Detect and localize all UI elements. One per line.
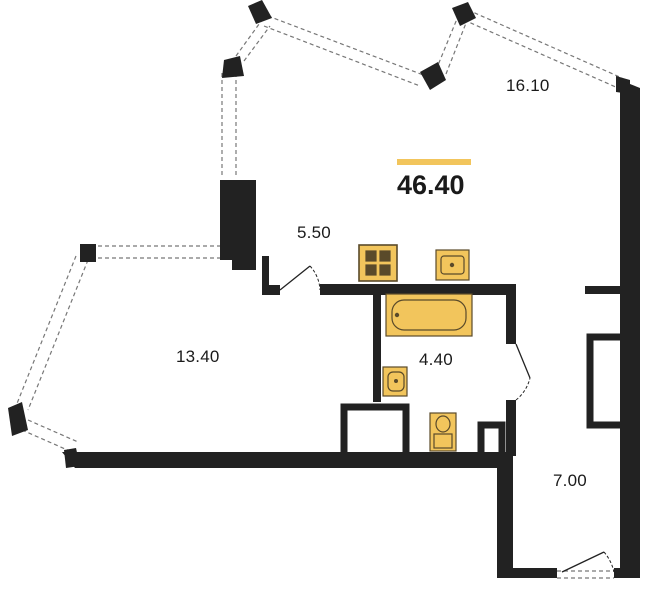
washbasin [382,366,408,397]
door-entrance [561,551,615,573]
post-5 [616,76,630,94]
hall-partition-foot [262,285,280,295]
balcony-area: 7.00 [553,471,587,490]
door-bathroom [515,343,531,401]
walls [62,80,640,578]
hall-partition-wall [262,256,269,290]
bedroom-bottom-wall [62,452,500,468]
niche-right [477,421,506,452]
stove [358,244,398,282]
corridor-bottom-wall [497,568,557,578]
total-area-label: 46.40 [397,170,465,200]
right-exterior-wall [620,80,640,578]
niche-left [340,403,410,452]
bathroom-right-wall-lower [506,400,516,456]
corridor-stub-wall [585,286,623,294]
bathroom-right-wall [506,284,516,344]
post-9 [64,448,80,468]
hallway-area: 5.50 [297,223,331,242]
post-1 [248,0,272,24]
windows [15,9,623,579]
bathroom-left-wall [373,284,381,402]
corridor-bottom-right [614,568,640,578]
bathroom-top-wall [320,284,516,295]
total-area-accent-bar [397,159,471,165]
window-posts [8,0,630,468]
bathroom-area: 4.40 [419,350,453,369]
toilet [429,412,457,452]
post-6 [80,244,96,262]
kitchen-sink [435,249,470,281]
fixtures [358,244,473,452]
post-3 [420,62,446,90]
post-7 [220,244,232,260]
wardrobe [586,333,628,429]
post-4 [452,2,476,26]
niches [340,403,506,452]
wall-pier-left-lower [232,258,256,270]
living-room-area: 16.10 [506,76,550,95]
door-hallway [279,265,321,291]
post-2 [222,56,244,78]
doors [279,265,615,573]
bedroom-area: 13.40 [176,347,220,366]
post-8 [8,402,28,436]
corridor-left-wall [497,452,513,578]
bathtub [385,293,473,337]
